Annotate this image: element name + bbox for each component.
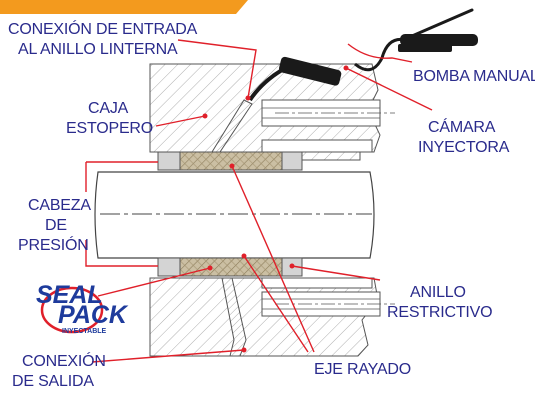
label-inlet-line1: CONEXIÓN DE ENTRADA — [8, 19, 198, 38]
sealpack-logo: SEAL PACK INYECTABLE — [36, 281, 129, 335]
label-ring-line2: RESTRICTIVO — [387, 304, 492, 321]
logo-tagline: INYECTABLE — [62, 328, 107, 335]
label-chamber-line1: CÁMARA — [428, 117, 496, 136]
leader-lines — [85, 39, 433, 363]
label-box-line2: ESTOPERO — [66, 120, 153, 137]
injector-chamber — [278, 56, 342, 86]
label-pump: BOMBA MANUAL — [413, 68, 535, 85]
bushing-upper-left — [157, 151, 181, 171]
bushing-lower-left — [157, 257, 181, 277]
leader-dots — [202, 65, 349, 353]
bushing-upper-right — [281, 151, 303, 171]
upper-casing — [149, 63, 395, 161]
lower-casing — [149, 277, 395, 357]
shaft — [94, 171, 375, 259]
label-box-line1: CAJA — [88, 100, 129, 117]
injection-equipment — [248, 8, 478, 102]
label-ring-line1: ANILLO — [410, 284, 466, 301]
label-head-line2: DE — [45, 217, 67, 234]
label-outlet-line2: DE SALIDA — [12, 373, 94, 390]
pump-handle — [410, 8, 474, 38]
label-shaft: EJE RAYADO — [314, 361, 411, 378]
label-inlet-line2: AL ANILLO LINTERNA — [18, 41, 178, 58]
logo-line1: SEAL — [36, 281, 103, 309]
label-head-line1: CABEZA — [28, 197, 91, 214]
pump-base — [398, 44, 452, 52]
logo-swoosh — [40, 286, 104, 334]
label-outlet-line1: CONEXIÓN — [22, 351, 106, 370]
label-head-line3: PRESIÓN — [18, 235, 89, 254]
logo-line2: PACK — [58, 301, 129, 329]
pump-cylinder — [400, 34, 478, 46]
hose — [248, 68, 284, 102]
packing-lower — [179, 257, 283, 277]
inlet-channel — [211, 99, 253, 153]
label-chamber-line2: INYECTORA — [418, 139, 510, 156]
accent-bar — [0, 0, 248, 14]
